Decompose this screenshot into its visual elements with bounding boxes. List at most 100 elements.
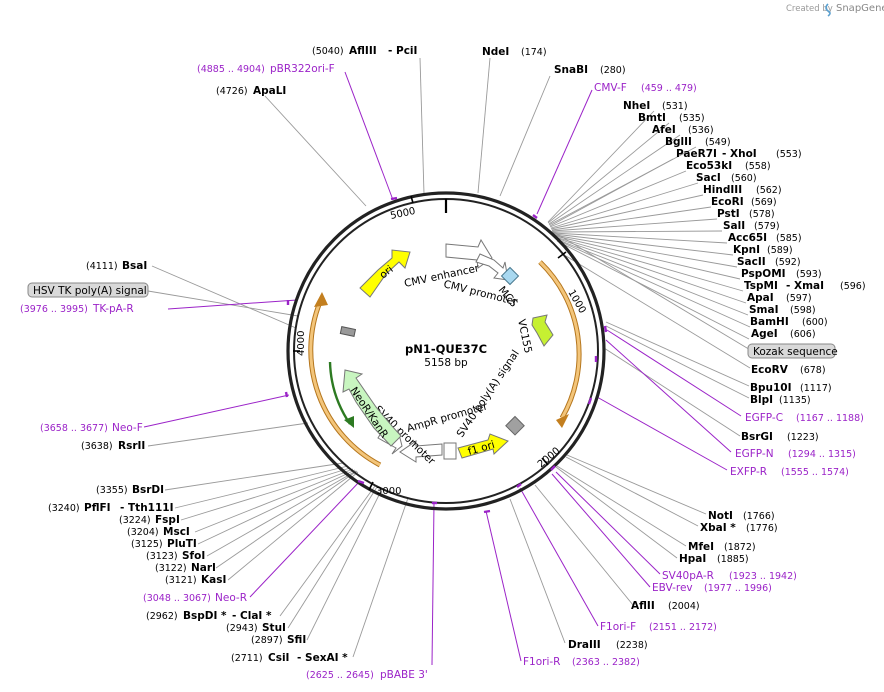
hsv-tk-polya-marker[interactable] bbox=[339, 326, 357, 337]
site-nheI[interactable]: NheI bbox=[623, 100, 650, 112]
site-kasI[interactable]: KasI bbox=[201, 574, 226, 586]
site-apaLI[interactable]: ApaLI bbox=[253, 85, 286, 97]
neo-kan-feature-arrow[interactable] bbox=[342, 369, 402, 447]
site-bamHI[interactable]: BamHI bbox=[750, 316, 789, 328]
site-sfoI[interactable]: SfoI bbox=[182, 550, 205, 562]
site-kpnI[interactable]: KpnI bbox=[733, 244, 760, 256]
site-ecoRI[interactable]: EcoRI bbox=[711, 196, 744, 208]
site-blpI[interactable]: BlpI bbox=[750, 394, 773, 406]
site-pstI-pos: (578) bbox=[749, 209, 775, 220]
site-xbaI[interactable]: XbaI * bbox=[700, 522, 736, 534]
site-nheI-pos: (531) bbox=[662, 101, 688, 112]
site-eco53kI[interactable]: Eco53kI bbox=[686, 160, 732, 172]
site-pspOMI-pos: (593) bbox=[796, 269, 822, 280]
primer-pbabe-3[interactable]: pBABE 3' bbox=[380, 669, 428, 681]
site-stuI[interactable]: StuI bbox=[262, 622, 286, 634]
site-acc65I[interactable]: Acc65I bbox=[728, 232, 767, 244]
site-fspI[interactable]: FspI bbox=[155, 514, 180, 526]
site-mscI-pos: (3204) bbox=[127, 527, 159, 538]
primer-sv40pa-r-range: (1923 .. 1942) bbox=[729, 571, 797, 582]
site-rsrII[interactable]: RsrII bbox=[118, 440, 145, 452]
site-acc65I-pos: (585) bbox=[776, 233, 802, 244]
primer-tk-pa-r[interactable]: TK-pA-R bbox=[92, 303, 134, 315]
ori-feature-arrow[interactable] bbox=[359, 249, 411, 298]
site-hpaI[interactable]: HpaI bbox=[679, 553, 706, 565]
site-pflFI[interactable]: PflFI bbox=[84, 502, 111, 514]
site-salI-pos: (579) bbox=[754, 221, 780, 232]
site-apaI[interactable]: ApaI bbox=[747, 292, 774, 304]
site-pciI[interactable]: - PciI bbox=[388, 45, 417, 57]
site-snaBI[interactable]: SnaBI bbox=[554, 64, 588, 76]
egfp-orf-arrowhead bbox=[556, 414, 569, 428]
site-blpI-pos: (1135) bbox=[779, 395, 811, 406]
primer-f1ori-r[interactable]: F1ori-R bbox=[523, 656, 560, 668]
site-hindIII[interactable]: HindIII bbox=[703, 184, 742, 196]
tick-5000: 5000 bbox=[389, 206, 416, 222]
site-pspOMI[interactable]: PspOMI bbox=[741, 268, 786, 280]
site-kpnI-pos: (589) bbox=[767, 245, 793, 256]
site-bpu10I[interactable]: Bpu10I bbox=[750, 382, 792, 394]
primer-exfp-r[interactable]: EXFP-R bbox=[730, 466, 767, 478]
site-claI[interactable]: - ClaI * bbox=[232, 610, 272, 622]
ampr-promoter-arrow[interactable] bbox=[399, 440, 443, 463]
site-notI[interactable]: NotI bbox=[708, 510, 733, 522]
site-smaI[interactable]: SmaI bbox=[749, 304, 779, 316]
vc155-feature-arrow[interactable] bbox=[531, 314, 554, 347]
sv40-polya-marker[interactable] bbox=[505, 415, 525, 436]
site-bsaI[interactable]: BsaI bbox=[122, 260, 147, 272]
kozak-label: Kozak sequence bbox=[753, 346, 838, 358]
site-aflIII[interactable]: AflIII bbox=[349, 45, 377, 57]
site-salI[interactable]: SalI bbox=[723, 220, 745, 232]
site-mfeI[interactable]: MfeI bbox=[688, 541, 714, 553]
primer-neo-f[interactable]: Neo-F bbox=[112, 422, 143, 434]
site-afeI[interactable]: AfeI bbox=[652, 124, 676, 136]
site-aflIII-pos: (5040) bbox=[312, 46, 344, 57]
kozak-box[interactable] bbox=[747, 343, 836, 359]
site-sacI[interactable]: SacI bbox=[696, 172, 721, 184]
site-pstI[interactable]: PstI bbox=[717, 208, 740, 220]
site-bspDI[interactable]: BspDI * bbox=[183, 610, 227, 622]
site-tspMI[interactable]: TspMI bbox=[744, 280, 778, 292]
site-paeR7I[interactable]: PaeR7I bbox=[676, 148, 717, 160]
site-csiI-pos: (2711) bbox=[231, 653, 263, 664]
plasmid-name: pN1-QUE37C bbox=[405, 342, 487, 356]
neo-orf-arrowhead bbox=[314, 292, 328, 307]
site-sexAI[interactable]: - SexAI * bbox=[297, 652, 348, 664]
site-bsrGI[interactable]: BsrGI bbox=[741, 431, 773, 443]
site-ageI[interactable]: AgeI bbox=[751, 328, 778, 340]
site-bmtI[interactable]: BmtI bbox=[638, 112, 666, 124]
site-bglII[interactable]: BglII bbox=[665, 136, 692, 148]
site-aflII[interactable]: AflII bbox=[631, 600, 655, 612]
mcs-marker[interactable] bbox=[500, 266, 520, 286]
primer-f1ori-f[interactable]: F1ori-F bbox=[600, 621, 636, 633]
primer-pbr322ori-f[interactable]: pBR322ori-F bbox=[270, 63, 335, 75]
site-xmaI[interactable]: - XmaI bbox=[786, 280, 824, 292]
hsv-tk-polya-label: HSV TK poly(A) signal bbox=[33, 285, 147, 297]
site-csiI[interactable]: CsiI bbox=[268, 652, 289, 664]
site-pluTI[interactable]: PluTI bbox=[167, 538, 197, 550]
primer-ebv-rev[interactable]: EBV-rev bbox=[652, 582, 693, 594]
site-draIII[interactable]: DraIII bbox=[568, 639, 601, 651]
site-ndeI[interactable]: NdeI bbox=[482, 46, 509, 58]
primer-cmv-f-range: (459 .. 479) bbox=[641, 83, 697, 94]
site-xhoI-pos: (553) bbox=[776, 149, 802, 160]
site-mscI[interactable]: MscI bbox=[163, 526, 190, 538]
site-bsrDI[interactable]: BsrDI bbox=[132, 484, 164, 496]
site-xbaI-pos: (1776) bbox=[746, 523, 778, 534]
primer-egfp-n[interactable]: EGFP-N bbox=[735, 448, 774, 460]
site-eco53kI-pos: (558) bbox=[745, 161, 771, 172]
f1-ori-feature-arrow[interactable] bbox=[457, 433, 509, 459]
site-tth111I[interactable]: - Tth111I bbox=[120, 502, 174, 514]
primer-neo-r[interactable]: Neo-R bbox=[215, 592, 247, 604]
site-narI[interactable]: NarI bbox=[191, 562, 216, 574]
site-xhoI[interactable]: - XhoI bbox=[722, 148, 757, 160]
cmv-promoter-arrow[interactable] bbox=[475, 253, 509, 281]
hsv-tk-polya-box[interactable] bbox=[27, 282, 149, 298]
site-ecoRV[interactable]: EcoRV bbox=[751, 364, 789, 376]
site-sfiI[interactable]: SfiI bbox=[287, 634, 306, 646]
primer-egfp-c[interactable]: EGFP-C bbox=[745, 412, 783, 424]
site-sacII[interactable]: SacII bbox=[737, 256, 766, 268]
primer-cmv-f[interactable]: CMV-F bbox=[594, 82, 627, 94]
site-bsrDI-pos: (3355) bbox=[96, 485, 128, 496]
primer-sv40pa-r[interactable]: SV40pA-R bbox=[662, 570, 714, 582]
